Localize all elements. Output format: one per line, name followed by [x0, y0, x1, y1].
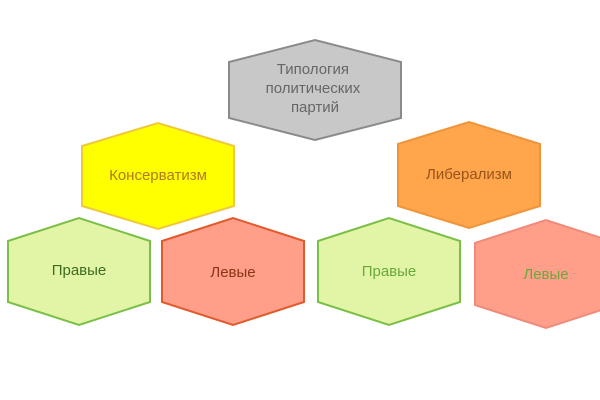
hexagon-shape: [228, 38, 402, 142]
node-liberalism: Либерализм: [397, 120, 541, 230]
node-label-line-3: партий: [291, 99, 339, 116]
node-conservatism-right: Правые: [7, 216, 151, 327]
hexagon-shape: [161, 216, 305, 327]
hexagon-shape: [397, 120, 541, 230]
node-liberalism-left: Левые: [474, 218, 600, 330]
node-label: Типология политических партий: [266, 61, 365, 116]
node-party-typology: Типология политических партий: [228, 38, 402, 142]
node-label: Правые: [362, 263, 417, 280]
hexagon-shape: [7, 216, 151, 327]
node-label-line-2: политических: [266, 80, 361, 97]
node-label: Левые: [210, 264, 255, 281]
node-label: Консерватизм: [109, 167, 207, 184]
hexagon-shape: [317, 216, 461, 327]
node-label: Правые: [52, 262, 107, 279]
node-label: Левые: [523, 266, 568, 283]
node-conservatism: Консерватизм: [81, 121, 235, 231]
hexagon-shape: [81, 121, 235, 231]
node-conservatism-left: Левые: [161, 216, 305, 327]
node-liberalism-right: Правые: [317, 216, 461, 327]
node-label-line-1: Типология: [277, 61, 349, 78]
node-label: Либерализм: [426, 166, 512, 183]
hexagon-shape: [474, 218, 600, 330]
